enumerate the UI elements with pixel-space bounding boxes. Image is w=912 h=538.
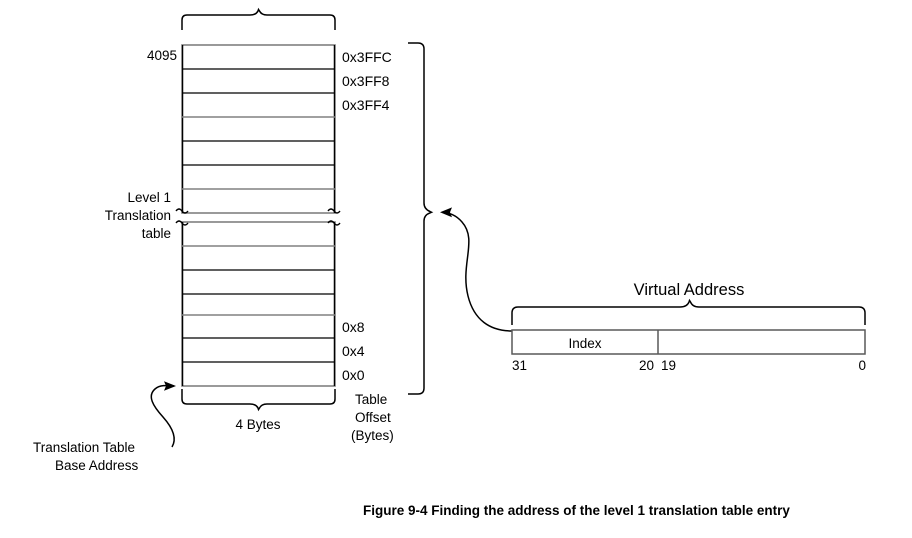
table-name-line-3: table — [142, 226, 171, 241]
table-offset-0x0: 0x0 — [342, 367, 365, 383]
table-offset-0x3FF4: 0x3FF4 — [342, 97, 390, 113]
table-rows-upper — [182, 68, 335, 190]
virtual-address-title: Virtual Address — [634, 281, 745, 299]
table-rows-lower — [182, 245, 335, 363]
virtual-address-box — [511, 329, 866, 355]
table-name-line-2: Translation — [105, 208, 171, 223]
bit-label-20: 20 — [639, 358, 654, 373]
base-address-label-line-2: Base Address — [55, 458, 139, 473]
four-bytes-brace — [181, 389, 336, 412]
base-address-arrow — [150, 381, 176, 448]
table-offset-label-line-1: Table — [355, 392, 387, 407]
table-break-squiggle — [175, 208, 341, 226]
table-top-brace — [181, 7, 336, 30]
table-offset-0x8: 0x8 — [342, 319, 365, 335]
level1-translation-table — [175, 44, 341, 387]
virtual-address-index-label: Index — [568, 336, 601, 351]
bit-label-31: 31 — [512, 358, 527, 373]
four-bytes-label: 4 Bytes — [235, 417, 280, 432]
table-offset-label-line-2: Offset — [355, 410, 391, 425]
virtual-address-to-table-arrow — [440, 207, 513, 332]
table-offset-0x3FF8: 0x3FF8 — [342, 73, 390, 89]
table-top-index-label: 4095 — [147, 48, 177, 63]
table-offset-brace — [408, 42, 434, 395]
base-address-label-line-1: Translation Table — [33, 440, 135, 455]
table-offset-label-line-3: (Bytes) — [351, 428, 394, 443]
bit-label-19: 19 — [661, 358, 676, 373]
figure-caption: Figure 9-4 Finding the address of the le… — [363, 503, 790, 518]
table-offset-0x3FFC: 0x3FFC — [342, 49, 392, 65]
table-name-line-1: Level 1 — [127, 190, 171, 205]
table-offset-0x4: 0x4 — [342, 343, 365, 359]
virtual-address-brace — [511, 298, 866, 325]
bit-label-0: 0 — [858, 358, 866, 373]
